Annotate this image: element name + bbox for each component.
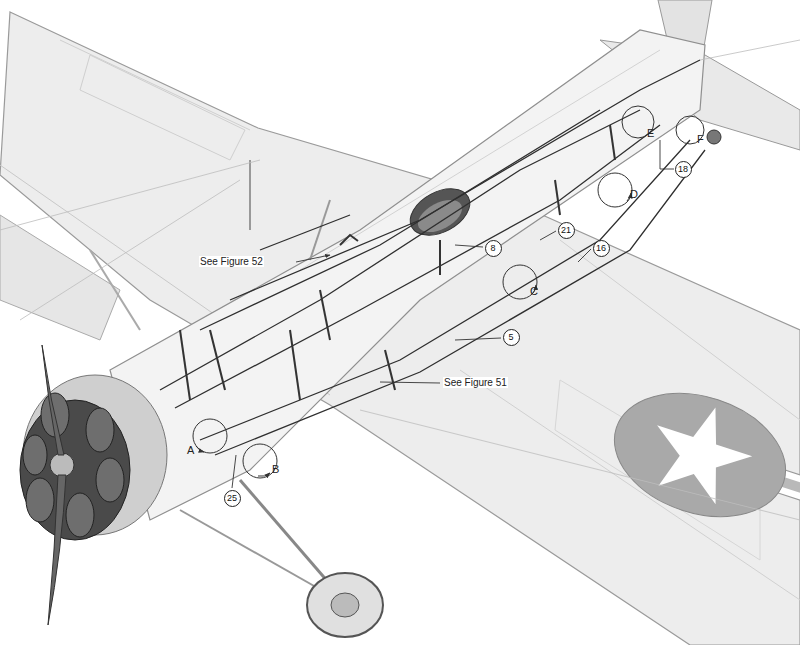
detail-letter: D [629, 188, 639, 200]
callout-circle: 21 [558, 222, 575, 239]
callout-number: 25 [227, 494, 237, 503]
figure-reference: See Figure 51 [443, 377, 508, 388]
callout-circle: 16 [593, 240, 610, 257]
detail-letter: A [186, 444, 195, 456]
callout-circle: 8 [485, 240, 502, 257]
detail-letter: F [696, 133, 705, 145]
callout-circle: 25 [224, 490, 241, 507]
detail-letter: E [646, 127, 655, 139]
detail-letter: B [271, 463, 280, 475]
callout-number: 21 [561, 226, 571, 235]
callout-circle: 5 [503, 329, 520, 346]
callout-number: 16 [596, 244, 606, 253]
figure-reference: See Figure 52 [199, 256, 264, 267]
callout-number: 18 [678, 165, 688, 174]
callout-number: 8 [490, 244, 495, 253]
callout-circle: 18 [675, 161, 692, 178]
detail-letter: C [529, 285, 539, 297]
callout-number: 5 [508, 333, 513, 342]
